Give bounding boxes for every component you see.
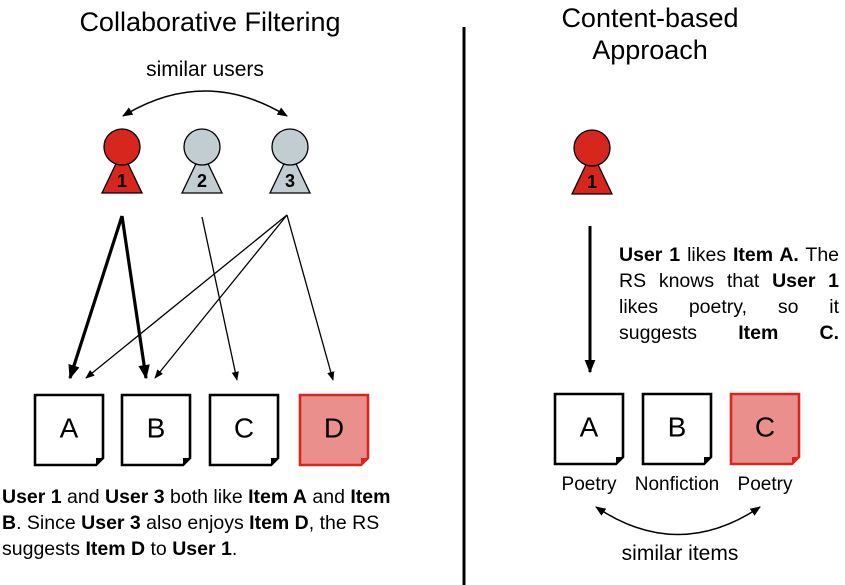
user-head-icon xyxy=(103,128,141,166)
collaborative-description-run: and xyxy=(61,486,105,508)
link-user1-itemb xyxy=(120,215,150,380)
collaborative-description-run: . Since xyxy=(16,512,82,534)
similar-users-arrow xyxy=(122,90,288,117)
collaborative-description-run: Item A xyxy=(248,486,307,508)
user-head-icon xyxy=(573,129,611,167)
page-fold-icon xyxy=(704,457,711,464)
item-letter-label: C xyxy=(755,411,775,442)
similar-users-label: similar users xyxy=(146,58,264,81)
user-head-icon xyxy=(271,128,309,166)
page-fold-icon xyxy=(792,457,799,464)
content-based-description-run: likes xyxy=(680,244,734,266)
collaborative-description-run: User 3 xyxy=(81,512,141,534)
collaborative-description-run: Item D xyxy=(85,538,146,560)
collaborative-links xyxy=(68,214,335,381)
similar-items-label: similar items xyxy=(621,542,739,565)
collaborative-description-run: Item B xyxy=(2,486,391,534)
item-b-document: B xyxy=(120,393,192,467)
user-1-figure: 1 xyxy=(100,128,144,194)
collaborative-description-run: to xyxy=(145,538,173,560)
collaborative-description-run: User 3 xyxy=(105,486,165,508)
collaborative-filtering-title: Collaborative Filtering xyxy=(79,7,341,37)
item-b-genre-label: Nonfiction xyxy=(634,474,720,495)
collaborative-description-run: . xyxy=(231,538,238,560)
user-number-label: 1 xyxy=(117,171,127,191)
collaborative-description: User 1 and User 3 both like Item A and I… xyxy=(2,484,400,562)
link-user3-itemb xyxy=(154,214,288,379)
user-3-figure: 3 xyxy=(268,128,312,194)
collaborative-description-run: User 1 xyxy=(172,538,232,560)
user-body-icon xyxy=(268,149,312,194)
content-based-title-line2: Approach xyxy=(592,35,708,65)
collaborative-description-run: both like xyxy=(164,486,249,508)
item-letter-label: B xyxy=(668,411,687,442)
collaborative-items: A B C D xyxy=(33,393,370,467)
content-based-description-run: User 1 xyxy=(619,244,681,266)
collaborative-description-run: , the RS suggests xyxy=(2,512,380,560)
user-body-icon xyxy=(570,150,614,195)
content-based-description-run: Item A. xyxy=(733,244,799,266)
page-fold-icon xyxy=(616,457,623,464)
content-user-1-figure: 1 xyxy=(570,129,614,195)
item-letter-label: C xyxy=(234,412,254,443)
user-number-label: 3 xyxy=(285,171,295,191)
item-letter-label: A xyxy=(60,412,79,443)
collaborative-description-run: and xyxy=(306,486,351,508)
page-fold-icon xyxy=(361,458,368,465)
collaborative-users: 1 2 3 xyxy=(100,128,312,194)
content-based-user: 1 xyxy=(570,129,614,195)
link-user3-itema xyxy=(85,214,288,379)
link-user1-itema xyxy=(68,215,124,380)
item-d-document: D xyxy=(298,393,370,467)
content-based-description-run: likes poetry, so it suggests xyxy=(619,296,839,344)
item-letter-label: D xyxy=(324,412,344,443)
page-fold-icon xyxy=(183,458,190,465)
item-a-document: A xyxy=(33,393,105,467)
user-body-icon xyxy=(100,149,144,194)
content-based-description-run: The RS knows that xyxy=(619,244,840,292)
user-number-label: 2 xyxy=(197,171,207,191)
content-based-title-line1: Content-based xyxy=(561,3,739,33)
collaborative-description-run: User 1 xyxy=(2,486,62,508)
content-based-title: Content-based Approach xyxy=(520,2,780,66)
content-item-b-document: B xyxy=(641,392,713,466)
user-2-figure: 2 xyxy=(180,128,224,194)
content-item-c-document: C xyxy=(729,392,801,466)
item-c-document: C xyxy=(208,393,280,467)
link-user3-itemd xyxy=(286,214,335,381)
item-letter-label: B xyxy=(147,412,166,443)
content-based-description-run: Item C. xyxy=(738,322,840,344)
user-head-icon xyxy=(183,128,221,166)
content-based-description-run: User 1 xyxy=(772,270,840,292)
content-item-a-document: A xyxy=(553,392,625,466)
item-letter-label: A xyxy=(580,411,599,442)
content-based-description: User 1 likes Item A. The RS knows that U… xyxy=(619,242,839,346)
user-body-icon xyxy=(180,149,224,194)
item-c-genre-label: Poetry xyxy=(737,474,793,495)
similar-items-arrow xyxy=(595,506,761,536)
collaborative-description-run: also enjoys xyxy=(140,512,250,534)
collaborative-description-run: Item D xyxy=(249,512,309,534)
page-fold-icon xyxy=(96,458,103,465)
item-a-genre-label: Poetry xyxy=(561,474,617,495)
page-fold-icon xyxy=(271,458,278,465)
user-number-label: 1 xyxy=(587,172,597,192)
content-based-items: A B C xyxy=(553,392,801,466)
